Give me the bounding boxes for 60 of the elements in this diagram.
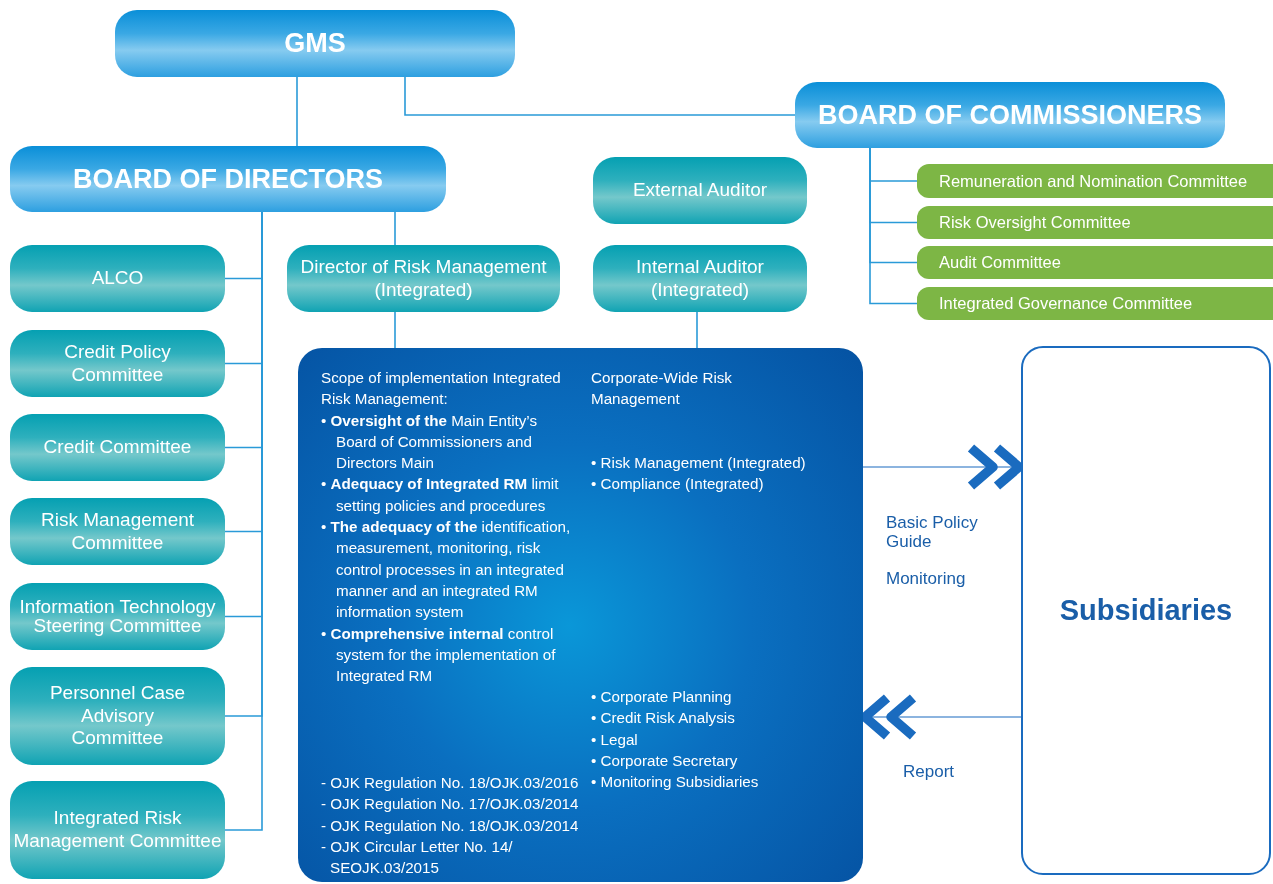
org-box (10, 781, 225, 879)
node-label: Integrated Governance Committee (939, 294, 1193, 313)
org-box (115, 10, 515, 77)
node-label: Credit Committee (43, 436, 192, 459)
org-box (10, 498, 225, 565)
connector-line (394, 211, 396, 246)
node-label: BOARD OF DIRECTORS (73, 163, 383, 195)
committee-bar (917, 246, 1273, 279)
node-label: Risk Oversight Committee (939, 213, 1131, 232)
edge-label: Report (903, 763, 956, 782)
org-box (10, 330, 225, 397)
connector-line (869, 147, 918, 305)
node-label: BOARD OF COMMISSIONERS (818, 99, 1202, 131)
org-box (10, 146, 446, 212)
node-label: Information Technology Steering Committee (18, 598, 217, 635)
connector-line (696, 311, 698, 349)
section-heading: Scope of implementation Integrated Risk Management: (321, 368, 562, 410)
subsidiaries-box (1021, 346, 1271, 875)
org-box (10, 414, 225, 481)
flow-label: Monitoring (886, 570, 966, 589)
connector-line (394, 311, 396, 349)
bullet-item: • Monitoring Subsidiaries (591, 772, 760, 793)
bullet-item: • Compliance (Integrated) (591, 474, 765, 495)
node-label: Credit Policy Committee (63, 340, 172, 387)
edge-label: Basic Policy Guide (886, 514, 979, 552)
committee-bar (917, 164, 1273, 198)
connector-line (296, 76, 298, 147)
regulation-reference: - OJK Regulation No. 18/OJK.03/2014 (321, 815, 580, 836)
node-label: Director of Risk Management (Integrated) (299, 255, 548, 302)
regulation-reference: - OJK Regulation No. 18/OJK.03/2016 (321, 773, 580, 793)
node-label: Internal Auditor (Integrated) (635, 255, 765, 302)
org-box (10, 667, 225, 765)
node-label: Risk Management Committee (39, 508, 196, 555)
bullet-item: • Risk Management (Integrated) (591, 453, 807, 473)
node-label: Audit Committee (939, 253, 1061, 272)
scope-panel (298, 348, 863, 882)
org-box (593, 157, 807, 224)
regulation-reference: - OJK Circular Letter No. 14/ SEOJK.03/2015 (321, 836, 514, 879)
connector-line (404, 76, 796, 116)
bullet-item: • Corporate Secretary (591, 750, 739, 771)
bullet-item: • Legal (591, 729, 639, 750)
node-label: Subsidiaries (1059, 594, 1233, 627)
node-label: External Auditor (632, 179, 768, 202)
bullet-item: • Credit Risk Analysis (591, 708, 736, 729)
regulation-reference: - OJK Regulation No. 17/OJK.03/2014 (321, 794, 580, 815)
node-label: Integrated Risk Management Committee (12, 807, 223, 853)
node-label: ALCO (91, 267, 144, 290)
bullet-item: • Corporate Planning (591, 687, 733, 707)
committee-bar (917, 206, 1273, 239)
node-label: Remuneration and Nomination Committee (939, 171, 1248, 191)
org-box (287, 245, 560, 312)
section-heading: Corporate-Wide Risk Management (591, 368, 733, 410)
node-label: GMS (284, 28, 346, 59)
committee-bar (917, 287, 1273, 320)
node-label: Personnel Case Advisory Committee (48, 681, 187, 751)
bullet-item: • Comprehensive internal control system for the implementation of Integrated RM (321, 623, 557, 687)
org-box (10, 245, 225, 312)
org-box (795, 82, 1225, 148)
org-box (593, 245, 807, 312)
org-box (10, 583, 225, 650)
